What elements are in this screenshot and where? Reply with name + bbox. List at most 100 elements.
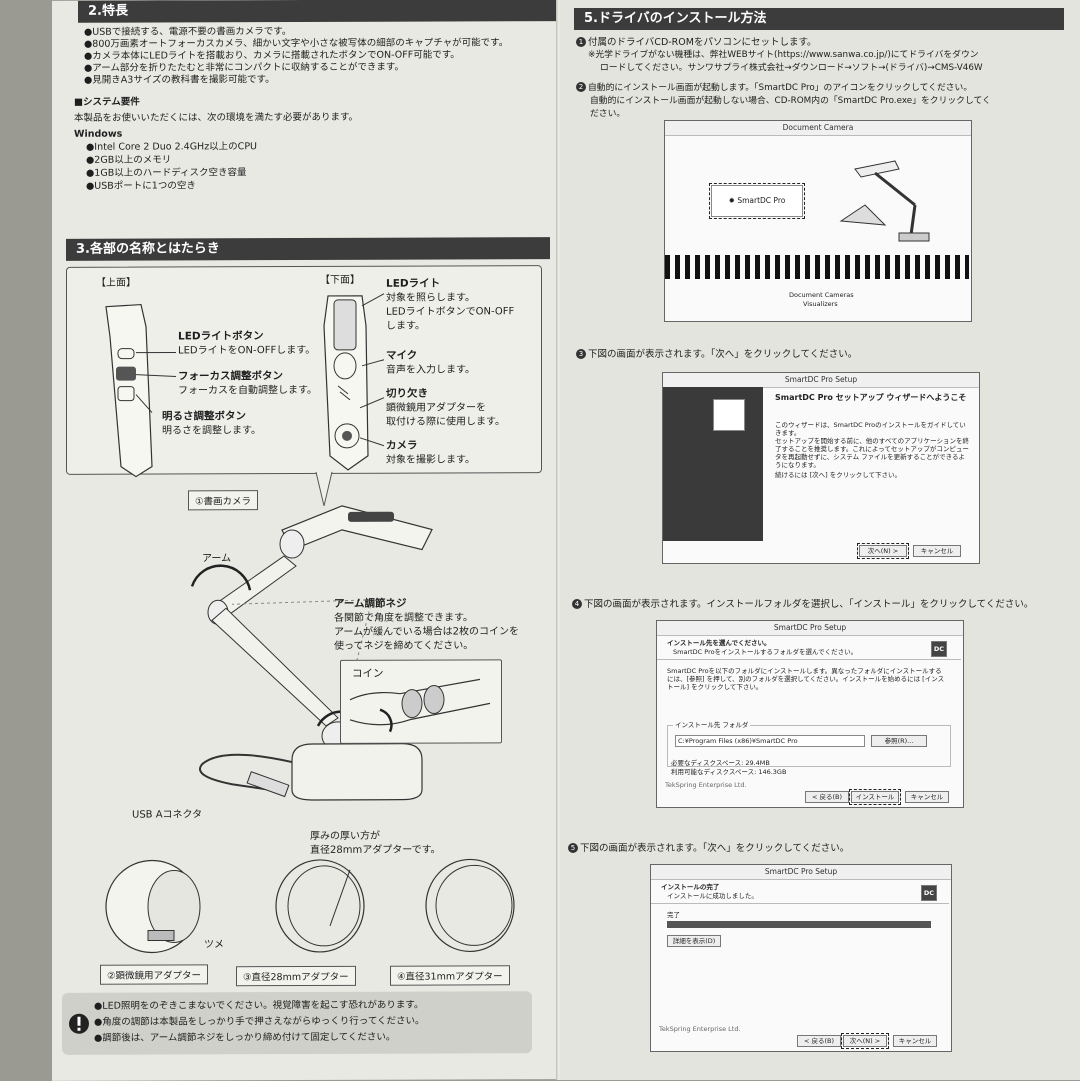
screenshot-setup-welcome: SmartDC Pro Setup SmartDC Pro セットアップ ウィザ… xyxy=(662,372,980,564)
vendor-label: TekSpring Enterprise Ltd. xyxy=(659,1025,741,1033)
complete-status: 完了 xyxy=(667,911,680,919)
smartdc-pro-icon-button[interactable]: ✹ SmartDC Pro xyxy=(711,185,803,217)
arm-screw-desc: 使ってネジを締めてください。 xyxy=(334,639,473,652)
top-view-label: 【上面】 xyxy=(96,277,136,290)
back-button[interactable]: < 戻る(B) xyxy=(805,791,849,803)
adapter-micro-caption: ②顕微鏡用アダプター xyxy=(100,964,208,984)
next-button[interactable]: 次へ(N) > xyxy=(859,545,907,557)
sun-icon: ✹ xyxy=(729,196,735,205)
coin-label: コイン xyxy=(352,668,384,681)
screenshot-install-complete: SmartDC Pro Setup インストールの完了 インストールに成功しまし… xyxy=(650,864,952,1052)
welcome-text: このウィザードは、SmartDC Proのインストールをガイドしていきます。 xyxy=(775,421,971,437)
welcome-text: セットアップを開始する前に、他のすべてのアプリケーションを終了することを推奨しま… xyxy=(775,437,971,469)
tsume-label: ツメ xyxy=(204,938,224,951)
led-button-title: LEDライトボタン xyxy=(178,330,264,343)
focus-button-title: フォーカス調整ボタン xyxy=(178,370,283,383)
folder-group-label: インストール先 フォルダ xyxy=(673,721,750,729)
install-heading: 5.ドライバのインストール方法 xyxy=(574,8,1064,30)
arm-screw-desc: 各関節で角度を調整できます。 xyxy=(334,611,473,624)
requirements-os: Windows xyxy=(74,129,122,141)
brightness-button-desc: 明るさを調整します。 xyxy=(162,424,261,437)
back-button[interactable]: < 戻る(B) xyxy=(797,1035,841,1047)
space-required: 必要なディスクスペース: 29.4MB xyxy=(671,759,770,767)
vendor-label: TekSpring Enterprise Ltd. xyxy=(665,781,747,789)
welcome-heading: SmartDC Pro セットアップ ウィザードへようこそ xyxy=(775,393,971,403)
cancel-button[interactable]: キャンセル xyxy=(913,545,961,557)
notch-desc: 取付ける際に使用します。 xyxy=(386,415,505,428)
focus-button-desc: フォーカスを自動調整します。 xyxy=(178,384,317,397)
warning-item: ●角度の調節は本製品をしっかり手で押さえながらゆっくり行ってください。 xyxy=(94,1016,425,1029)
screenshot-install-folder: SmartDC Pro Setup インストール先を選んでください。 Smart… xyxy=(656,620,964,808)
led-light-desc: します。 xyxy=(386,320,425,333)
arm-screw-title: アーム調節ネジ xyxy=(334,598,407,611)
folder-heading: インストール先を選んでください。 xyxy=(667,639,771,647)
folder-subheading: SmartDC Proをインストールするフォルダを選んでください。 xyxy=(673,648,857,656)
warning-icon xyxy=(68,1013,90,1035)
mic-desc: 音声を入力します。 xyxy=(386,363,475,376)
parts-heading: 3.各部の名称とはたらき xyxy=(66,237,550,261)
browse-button[interactable]: 参照(R)... xyxy=(871,735,927,747)
step1-text: 付属のドライバCD-ROMをパソコンにセットします。 xyxy=(588,37,817,48)
usb-connector-label: USB Aコネクタ xyxy=(132,808,202,821)
step2-text: ださい。 xyxy=(590,108,625,121)
step3-text: 下図の画面が表示されます。「次へ」をクリックしてください。 xyxy=(588,349,857,360)
thick-note: 厚みの厚い方が xyxy=(310,830,380,843)
cancel-button[interactable]: キャンセル xyxy=(905,791,949,803)
window-title: SmartDC Pro Setup xyxy=(657,621,963,636)
adapter-28-caption: ③直径28mmアダプター xyxy=(236,966,356,986)
features-heading: 2.特長 xyxy=(78,0,558,23)
screenshot-document-camera: Document Camera ✹ SmartDC Pro Document C… xyxy=(664,120,972,322)
step2-text: 自動的にインストール画面が起動します。「SmartDC Pro」のアイコンをクリ… xyxy=(588,83,972,93)
complete-subheading: インストールに成功しました。 xyxy=(667,892,758,900)
led-light-desc: LEDライトボタンでON-OFF xyxy=(386,305,514,318)
notch-title: 切り欠き xyxy=(386,388,428,401)
requirements-heading: ■システム要件 xyxy=(74,97,140,109)
requirement-item: ●USBポートに1つの空き xyxy=(86,180,196,192)
arm-screw-desc: アームが緩んでいる場合は2枚のコインを xyxy=(334,625,519,639)
footer-line: Visualizers xyxy=(803,300,838,308)
warning-item: ●調節後は、アーム調節ネジをしっかり締め付けて固定してください。 xyxy=(94,1032,395,1045)
requirement-item: ●2GB以上のメモリ xyxy=(86,154,171,166)
install-path-input[interactable]: C:¥Program Files (x86)¥SmartDC Pro xyxy=(675,735,865,747)
installer-icon xyxy=(713,399,745,431)
welcome-text: 続けるには [次へ] をクリックして下さい。 xyxy=(775,471,971,479)
show-details-button[interactable]: 詳細を表示(D) xyxy=(667,935,721,947)
camera-title: カメラ xyxy=(386,440,418,453)
feature-item: ●USBで接続する、電源不要の書画カメラです。 xyxy=(84,26,291,39)
window-title: SmartDC Pro Setup xyxy=(651,865,951,880)
space-available: 利用可能なディスクスペース: 146.3GB xyxy=(671,768,786,776)
bottom-view-label: 【下面】 xyxy=(320,274,360,287)
cancel-button[interactable]: キャンセル xyxy=(893,1035,937,1047)
arm-label: アーム xyxy=(202,552,231,565)
icon-label: SmartDC Pro xyxy=(737,196,785,205)
led-button-desc: LEDライトをON-OFFします。 xyxy=(178,344,315,357)
left-page: 2.特長 ●USBで接続する、電源不要の書画カメラです。 ●800万画素オートフ… xyxy=(52,0,558,1081)
window-title: SmartDC Pro Setup xyxy=(663,373,979,388)
next-button[interactable]: 次へ(N) > xyxy=(843,1035,887,1047)
led-light-desc: 対象を照らします。 xyxy=(386,291,475,304)
requirement-item: ●1GB以上のハードディスク空き容量 xyxy=(86,167,247,180)
step5-text: 下図の画面が表示されます。「次へ」をクリックしてください。 xyxy=(580,843,849,854)
folder-description: SmartDC Proを以下のフォルダにインストールします。異なったフォルダにイ… xyxy=(667,667,947,691)
mic-title: マイク xyxy=(386,350,417,363)
led-light-title: LEDライト xyxy=(386,278,440,291)
warning-item: ●LED照明をのぞきこまないでください。視覚障害を起こす恐れがあります。 xyxy=(94,1000,423,1013)
brightness-button-title: 明るさ調整ボタン xyxy=(162,410,246,423)
footer-line: Document Cameras xyxy=(789,291,854,299)
dc-badge: DC xyxy=(921,885,937,901)
camera-desc: 対象を撮影します。 xyxy=(386,453,475,466)
progress-bar xyxy=(667,921,931,928)
adapter-31-caption: ④直径31mmアダプター xyxy=(390,965,510,985)
camera-product-image xyxy=(835,155,945,245)
install-button[interactable]: インストール xyxy=(851,791,899,803)
step4-text: 下図の画面が表示されます。インストールフォルダを選択し、「インストール」をクリッ… xyxy=(584,599,1033,610)
feature-item: ●アーム部分を折りたたむと非常にコンパクトに収納することができます。 xyxy=(84,62,404,75)
step1-note: ロードしてください。サンワサプライ株式会社→ダウンロード→ソフト→(ドライバ)→… xyxy=(600,62,983,75)
requirement-item: ●Intel Core 2 Duo 2.4GHz以上のCPU xyxy=(86,141,257,154)
dc-badge: DC xyxy=(931,641,947,657)
feature-item: ●見開きA3サイズの教科書を撮影可能です。 xyxy=(84,74,275,87)
complete-heading: インストールの完了 xyxy=(661,883,719,891)
step2-text: 自動的にインストール画面が起動しない場合、CD-ROM内の「SmartDC Pr… xyxy=(590,95,991,108)
wizard-side-panel xyxy=(663,387,763,541)
